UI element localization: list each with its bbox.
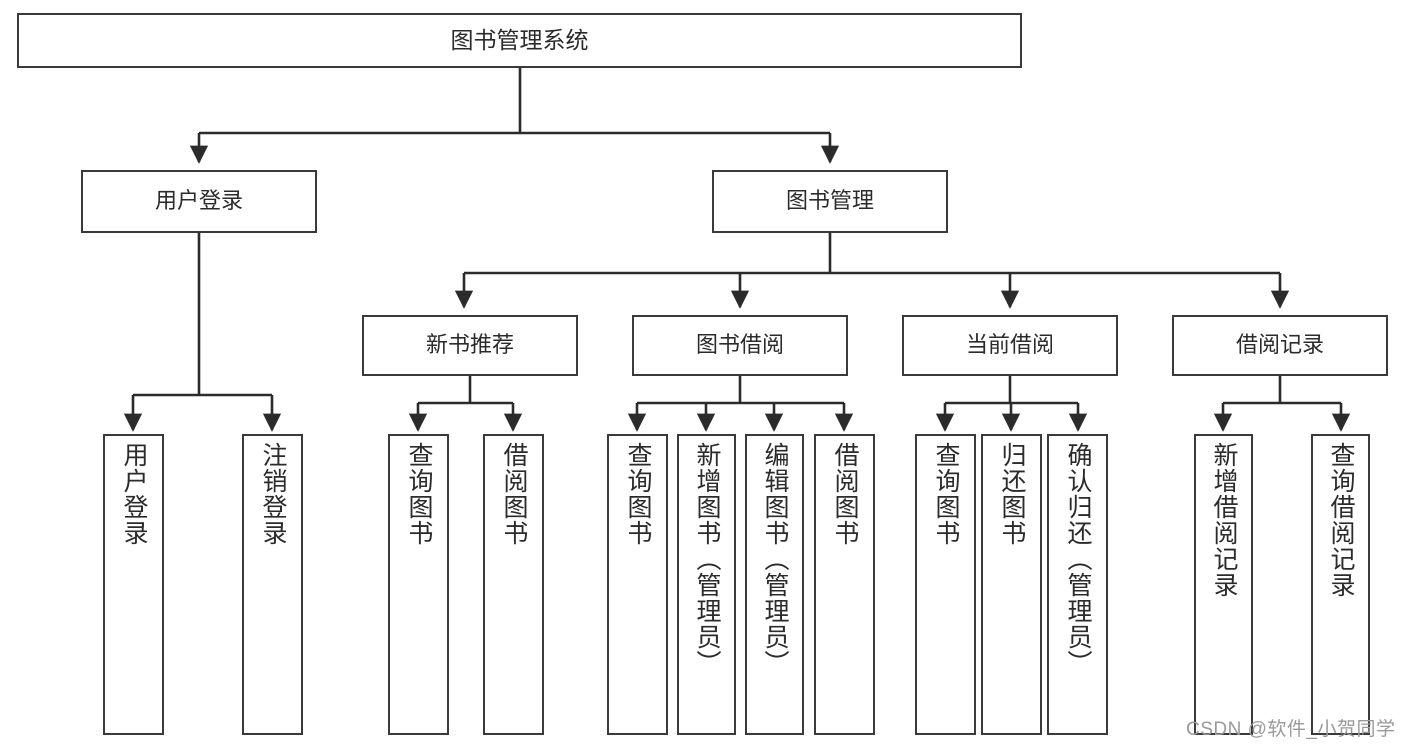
node-label: 新增图书（管理员） (693, 442, 721, 676)
leaf-borrow-edit-book-admin[interactable]: 编辑图书（管理员） (745, 434, 804, 735)
leaf-borrow-query-book[interactable]: 查询图书 (607, 434, 668, 735)
node-label: 用户登录 (154, 188, 243, 214)
node-label: 新增借阅记录 (1210, 442, 1238, 598)
node-user-login[interactable]: 用户登录 (81, 170, 317, 233)
node-book-borrow[interactable]: 图书借阅 (632, 315, 848, 376)
leaf-recommend-borrow-book[interactable]: 借阅图书 (483, 434, 544, 735)
node-label: 注销登录 (259, 442, 287, 546)
leaf-borrow-borrow-book[interactable]: 借阅图书 (814, 434, 875, 735)
leaf-recommend-query-book[interactable]: 查询图书 (388, 434, 449, 735)
leaf-borrow-add-book-admin[interactable]: 新增图书（管理员） (677, 434, 736, 735)
node-label: 归还图书 (998, 442, 1026, 546)
node-label: 编辑图书（管理员） (761, 442, 789, 676)
leaf-current-return-book[interactable]: 归还图书 (981, 434, 1042, 735)
leaf-current-query-book[interactable]: 查询图书 (915, 434, 976, 735)
node-label: 查询图书 (405, 442, 433, 546)
node-label: 查询图书 (932, 442, 960, 546)
node-label: 查询借阅记录 (1327, 442, 1355, 598)
leaf-user-login-logout[interactable]: 注销登录 (242, 434, 303, 735)
leaf-user-login-login[interactable]: 用户登录 (103, 434, 164, 735)
node-root-system[interactable]: 图书管理系统 (17, 13, 1022, 68)
node-label: 当前借阅 (965, 332, 1054, 358)
node-label: 借阅图书 (831, 442, 859, 546)
node-label: 查询图书 (624, 442, 652, 546)
node-label: 用户登录 (120, 442, 148, 546)
node-label: 图书借阅 (695, 332, 784, 358)
node-book-management[interactable]: 图书管理 (712, 170, 948, 233)
node-label: 图书管理系统 (450, 26, 589, 53)
node-label: 借阅图书 (500, 442, 528, 546)
leaf-record-add-record[interactable]: 新增借阅记录 (1194, 434, 1253, 735)
node-new-book-recommend[interactable]: 新书推荐 (362, 315, 578, 376)
node-label: 确认归还（管理员） (1064, 442, 1092, 676)
leaf-record-query-record[interactable]: 查询借阅记录 (1311, 434, 1370, 735)
node-label: 新书推荐 (425, 332, 514, 358)
watermark: CSDN @软件_小贺同学 (1186, 719, 1396, 740)
leaf-current-confirm-return-admin[interactable]: 确认归还（管理员） (1047, 434, 1108, 735)
node-label: 图书管理 (785, 188, 874, 214)
node-current-borrow[interactable]: 当前借阅 (902, 315, 1118, 376)
node-borrow-record[interactable]: 借阅记录 (1172, 315, 1388, 376)
node-label: 借阅记录 (1235, 332, 1324, 358)
